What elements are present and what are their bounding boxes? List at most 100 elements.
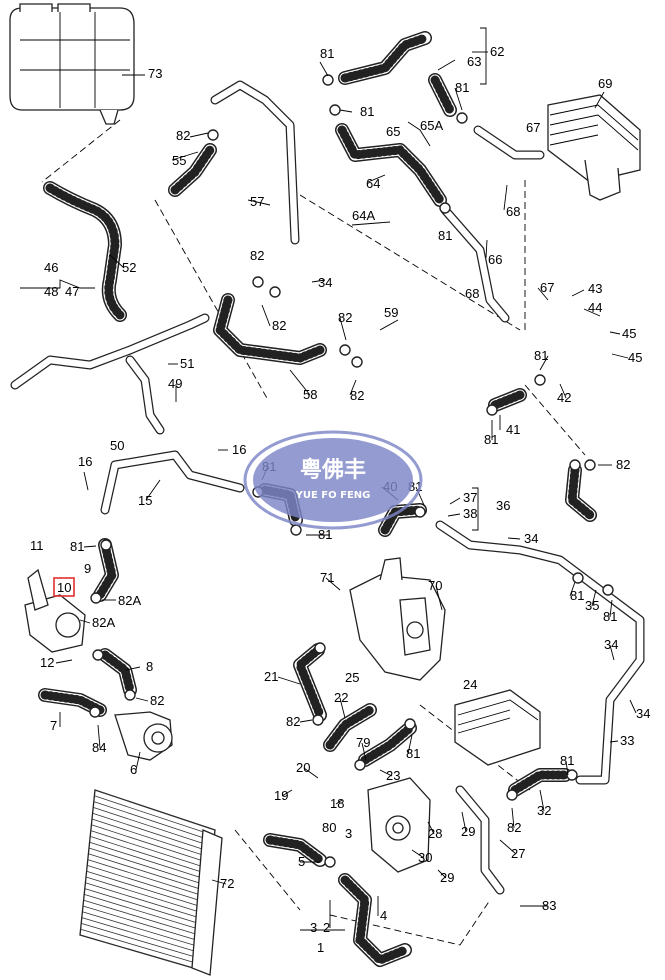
radiator-fin xyxy=(92,812,213,853)
radiator-fin xyxy=(82,911,203,948)
leader-line xyxy=(559,383,567,399)
callout-label: 81 xyxy=(438,228,452,243)
callout-label: 23 xyxy=(386,768,400,783)
oil-cooler xyxy=(547,94,641,201)
callout-label: 11 xyxy=(30,538,44,553)
radiator-fin xyxy=(94,795,215,836)
callout-label: 7 xyxy=(50,718,57,733)
oil-filter-module xyxy=(454,689,541,766)
leader-line xyxy=(211,879,227,885)
callout-label: 32 xyxy=(537,803,551,818)
callout-label: 12 xyxy=(40,655,54,670)
leader-line xyxy=(247,199,271,206)
leader-line xyxy=(583,308,601,317)
callout-label: 5 xyxy=(298,854,305,869)
leader-line xyxy=(435,585,443,611)
thermostat-housing xyxy=(349,557,446,681)
leader-line xyxy=(125,666,141,671)
radiator-fin xyxy=(88,847,210,887)
callout-label: 80 xyxy=(322,820,336,835)
radiator-fin xyxy=(88,853,209,892)
callout-label: 20 xyxy=(296,760,310,775)
callout-label: 82 xyxy=(150,693,164,708)
expansion-tank xyxy=(9,3,135,125)
callout-label: 82 xyxy=(338,310,352,325)
callout-label: 9 xyxy=(84,561,91,576)
callout-label: 82 xyxy=(250,248,264,263)
radiator-fin xyxy=(93,801,214,842)
callout-label: 84 xyxy=(92,740,106,755)
callout-label: 64A xyxy=(352,208,375,223)
callout-label: 34 xyxy=(524,531,538,546)
callout-label: 34 xyxy=(604,637,618,652)
callout-label: 6 xyxy=(130,762,137,777)
callout-label: 73 xyxy=(148,66,162,81)
callout-label: 34 xyxy=(318,275,332,290)
leader-line xyxy=(503,184,508,211)
leader-line xyxy=(339,109,353,113)
leader-line xyxy=(537,287,549,301)
callout-label: 65A xyxy=(420,118,443,133)
callout-label: 55 xyxy=(172,153,186,168)
leader-line xyxy=(83,545,97,548)
callout-label: 38 xyxy=(463,506,477,521)
radiator-fin xyxy=(85,882,206,920)
callout-label: 81 xyxy=(406,746,420,761)
callout-label: 58 xyxy=(303,387,317,402)
callout-label: 82 xyxy=(286,714,300,729)
callout-label: 82 xyxy=(616,457,630,472)
callout-label: 66 xyxy=(488,252,502,267)
callout-label: 47 xyxy=(65,284,79,299)
group-bracket xyxy=(407,121,431,147)
leader-line xyxy=(427,821,435,835)
leader-line xyxy=(411,849,425,859)
radiator-fin xyxy=(90,836,211,876)
radiator-fin xyxy=(81,923,202,960)
leader-line xyxy=(609,331,621,335)
leader-line xyxy=(407,734,413,755)
leader-line xyxy=(319,61,329,77)
callout-label: 81 xyxy=(570,588,584,603)
radiator-fin xyxy=(81,917,202,954)
highlighted-label: 10 xyxy=(57,580,71,595)
callout-label: 82 xyxy=(350,388,364,403)
group-bracket xyxy=(472,487,479,531)
callout-label: 34 xyxy=(636,706,650,721)
callout-label: 82A xyxy=(118,593,141,608)
leader-line xyxy=(339,697,346,719)
callout-label: 57 xyxy=(250,194,264,209)
leader-line xyxy=(485,239,488,259)
callout-label: 19 xyxy=(274,788,288,803)
callout-label: 44 xyxy=(588,300,602,315)
leader-line xyxy=(461,811,467,833)
leader-line xyxy=(449,497,461,505)
radiator-fin xyxy=(89,841,210,881)
leader-line xyxy=(145,479,161,501)
leader-line xyxy=(171,151,199,161)
callout-label: 16 xyxy=(232,442,246,457)
radiator-fin xyxy=(87,865,208,904)
callout-label: 64 xyxy=(366,176,380,191)
callout-label: 18 xyxy=(330,796,344,811)
callout-label: 30 xyxy=(418,850,432,865)
callout-label: 43 xyxy=(588,281,602,296)
leader-line xyxy=(351,221,391,226)
leader-line xyxy=(437,869,447,879)
radiator-fin xyxy=(85,876,207,915)
callout-label: 1 xyxy=(317,940,324,955)
callout-label: 69 xyxy=(598,76,612,91)
pump-bracket xyxy=(367,777,431,873)
leader-line xyxy=(361,742,367,761)
callout-label: 70 xyxy=(428,578,442,593)
leader-line xyxy=(629,699,637,714)
leader-line xyxy=(507,537,521,540)
hose-clamps xyxy=(89,74,614,868)
leader-line xyxy=(339,317,347,341)
callout-label: 52 xyxy=(122,260,136,275)
callout-label: 83 xyxy=(542,898,556,913)
leader-line xyxy=(539,789,545,812)
callout-label: 82 xyxy=(272,318,286,333)
callout-label: 72 xyxy=(220,876,234,891)
radiator-fin xyxy=(91,818,213,859)
